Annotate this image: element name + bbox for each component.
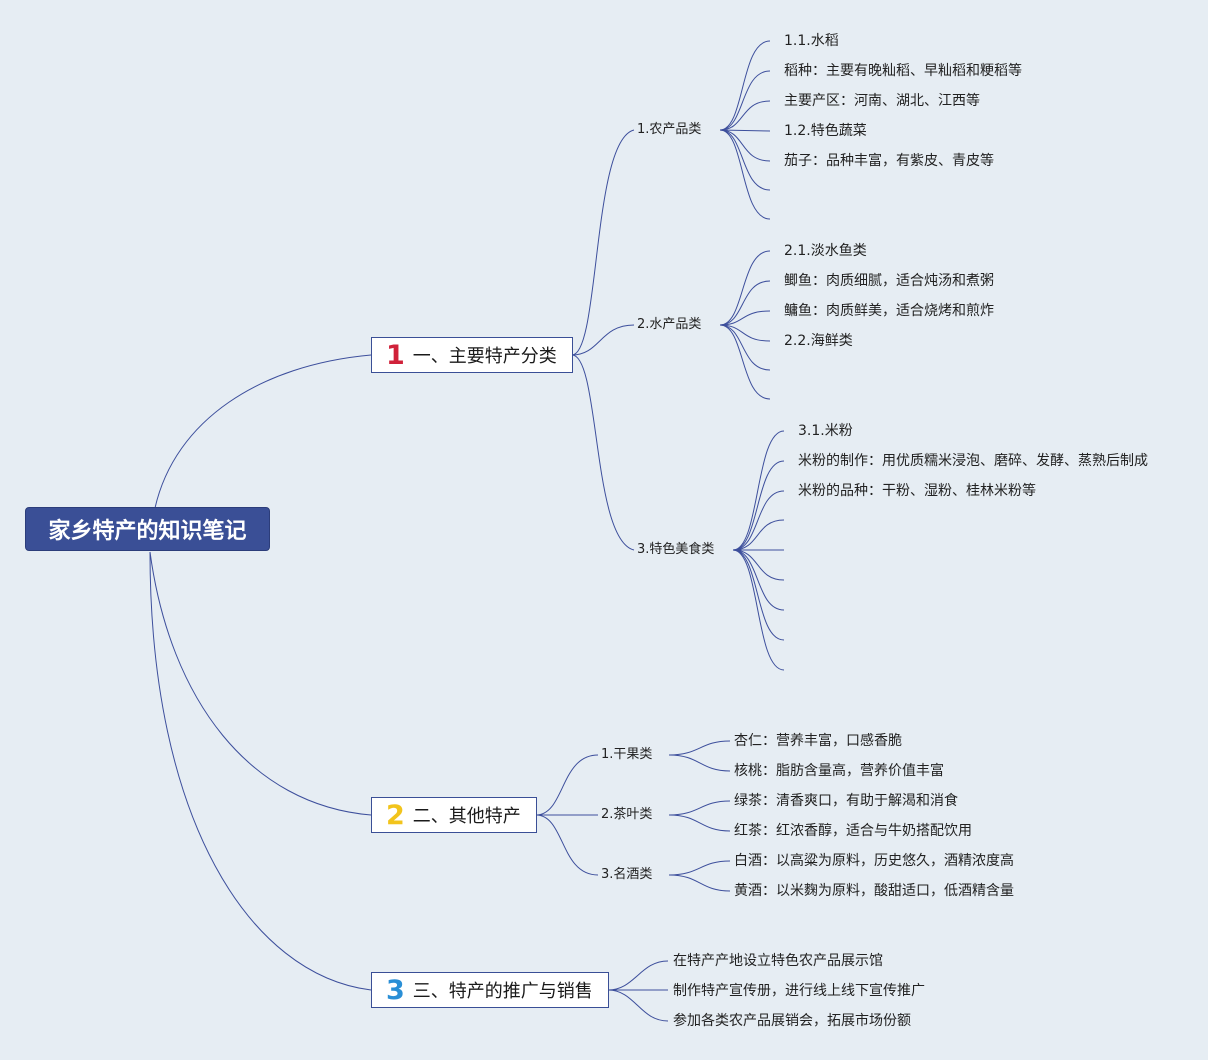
topic-main-categories[interactable]: 1 一、主要特产分类 — [371, 337, 573, 373]
leaf-item[interactable]: 鲫鱼：肉质细腻，适合炖汤和煮粥 — [784, 273, 994, 289]
leaf-item[interactable]: 鳙鱼：肉质鲜美，适合烧烤和煎炸 — [784, 303, 994, 319]
leaf-item[interactable]: 米粉的制作：用优质糯米浸泡、磨碎、发酵、蒸熟后制成 — [798, 453, 1148, 469]
leaf-item[interactable]: 参加各类农产品展销会，拓展市场份额 — [673, 1013, 911, 1029]
sub-dried-fruit[interactable]: 1.干果类 — [601, 747, 653, 762]
leaf-item[interactable]: 2.1.淡水鱼类 — [784, 243, 867, 259]
leaf-item[interactable]: 白酒：以高粱为原料，历史悠久，酒精浓度高 — [734, 853, 1014, 869]
number-three-icon: 3 — [386, 974, 405, 1006]
leaf-item[interactable]: 黄酒：以米麴为原料，酸甜适口，低酒精含量 — [734, 883, 1014, 899]
topic-other-specialties[interactable]: 2 二、其他特产 — [371, 797, 537, 833]
number-one-icon: 1 — [386, 339, 405, 371]
root-node[interactable]: 家乡特产的知识笔记 — [25, 507, 270, 551]
leaf-item[interactable]: 1.1.水稻 — [784, 33, 839, 49]
sub-specialty-food[interactable]: 3.特色美食类 — [637, 542, 715, 557]
topic-label: 一、主要特产分类 — [412, 346, 557, 367]
leaf-item[interactable]: 制作特产宣传册，进行线上线下宣传推广 — [673, 983, 925, 999]
sub-tea[interactable]: 2.茶叶类 — [601, 807, 653, 822]
leaf-item[interactable]: 稻种：主要有晚籼稻、早籼稻和粳稻等 — [784, 63, 1022, 79]
leaf-item[interactable]: 2.2.海鲜类 — [784, 333, 853, 349]
root-title: 家乡特产的知识笔记 — [48, 519, 247, 544]
number-two-icon: 2 — [386, 799, 405, 831]
leaf-item[interactable]: 核桃：脂肪含量高，营养价值丰富 — [734, 763, 944, 779]
leaf-item[interactable]: 米粉的品种：干粉、湿粉、桂林米粉等 — [798, 483, 1036, 499]
sub-liquor[interactable]: 3.名酒类 — [601, 867, 653, 882]
leaf-item[interactable]: 1.2.特色蔬菜 — [784, 123, 867, 139]
topic-label: 三、特产的推广与销售 — [412, 981, 593, 1002]
sub-aquatic[interactable]: 2.水产品类 — [637, 317, 702, 332]
leaf-item[interactable]: 在特产产地设立特色农产品展示馆 — [673, 953, 883, 969]
leaf-item[interactable]: 3.1.米粉 — [798, 423, 853, 439]
sub-agricultural[interactable]: 1.农产品类 — [637, 122, 702, 137]
leaf-item[interactable]: 绿茶：清香爽口，有助于解渴和消食 — [734, 793, 958, 809]
topic-promotion-sales[interactable]: 3 三、特产的推广与销售 — [371, 972, 609, 1008]
leaf-item[interactable]: 主要产区：河南、湖北、江西等 — [784, 93, 980, 109]
topic-label: 二、其他特产 — [412, 806, 521, 827]
leaf-item[interactable]: 茄子：品种丰富，有紫皮、青皮等 — [784, 153, 994, 169]
leaf-item[interactable]: 红茶：红浓香醇，适合与牛奶搭配饮用 — [734, 823, 972, 839]
leaf-item[interactable]: 杏仁：营养丰富，口感香脆 — [734, 733, 902, 749]
